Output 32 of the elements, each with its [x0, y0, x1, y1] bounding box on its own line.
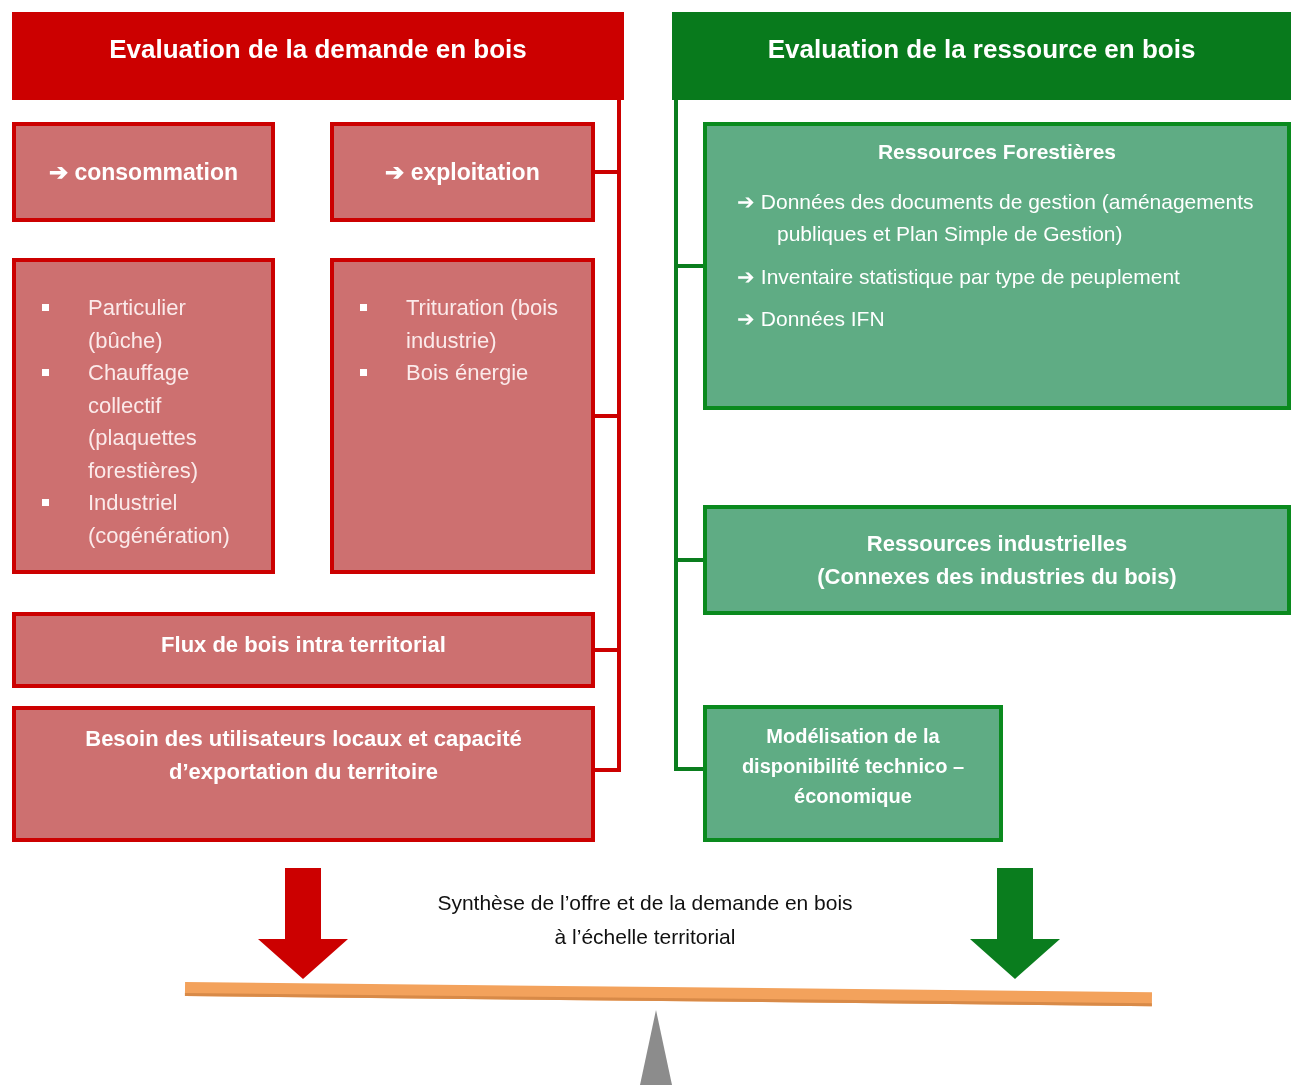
header-title: Evaluation de la demande en bois [108, 33, 528, 66]
box-text: Flux de bois intra territorial [160, 631, 447, 659]
list-item-text: Industriel (cogénération) [88, 490, 230, 548]
process-box [330, 122, 595, 222]
box-text: Besoin des utilisateurs locaux et capacité d’exportation du territoire [84, 725, 523, 786]
header-title: Evaluation de la ressource en bois [766, 33, 1197, 66]
process-box [12, 258, 275, 574]
list-item-text: Chauffage collectif (plaquettes forestières) [88, 360, 199, 483]
process-box [12, 612, 595, 688]
box-text: ➔ exploitation [384, 157, 541, 187]
box-text: ➔ consommation [48, 157, 239, 187]
process-box [703, 505, 1291, 615]
block-arrow [258, 868, 348, 979]
process-box [12, 122, 275, 222]
header-banner [672, 12, 1291, 100]
process-box [703, 705, 1003, 842]
process-box [12, 706, 595, 842]
process-box [703, 122, 1291, 410]
box-text: Modélisation de la disponibilité technico – économique [740, 724, 966, 809]
process-box [330, 258, 595, 574]
list-item: ➔ Données IFN [736, 306, 886, 333]
list-item-text: Particulier (bûche) [88, 295, 186, 353]
list-item-text: Trituration (bois industrie) [406, 295, 558, 353]
list-item: ➔ Données des documents de gestion (aménagements publiques et Plan Simple de Gestion) [736, 188, 1255, 248]
box-title: Ressources Forestières [876, 139, 1118, 165]
box-text: Ressources industrielles [865, 530, 1129, 558]
header-banner [12, 12, 624, 100]
list-item-text: Bois énergie [406, 360, 529, 386]
list-item: ➔ Inventaire statistique par type de peuplement [736, 263, 1181, 290]
synthesis-caption: Synthèse de l’offre et de la demande en bois à l’échelle territorial [436, 890, 854, 950]
block-arrow [970, 868, 1060, 979]
box-text: (Connexes des industries du bois) [816, 563, 1178, 591]
